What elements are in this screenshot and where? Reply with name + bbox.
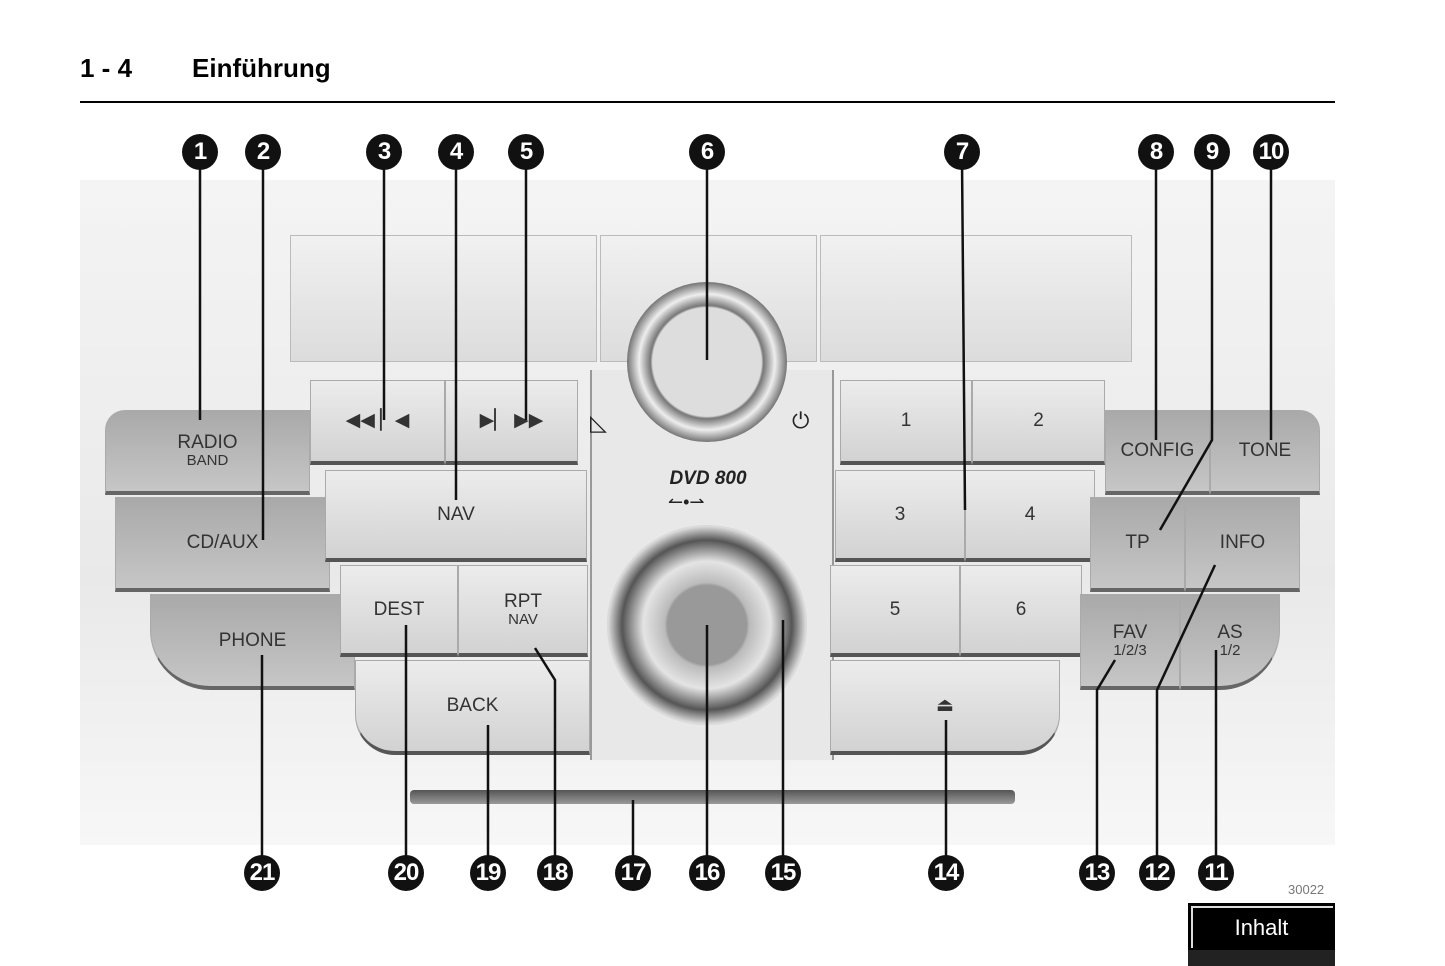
preset-6-button[interactable]: 6 — [960, 565, 1082, 657]
page-number: 1 - 4 — [80, 53, 133, 83]
callout-marker: 21 — [244, 855, 280, 891]
tone-button[interactable]: TONE — [1210, 410, 1320, 495]
fav-sub-label: 1/2/3 — [1113, 641, 1147, 659]
model-label: DVD 800 — [669, 468, 747, 489]
callout-marker: 14 — [928, 855, 964, 891]
rpt-label: RPT — [504, 590, 542, 612]
callout-marker: 12 — [1139, 855, 1175, 891]
page-title: Einführung — [192, 53, 331, 83]
callout-marker: 15 — [765, 855, 801, 891]
figure-id: 30022 — [1288, 882, 1325, 897]
display-segment-right — [820, 235, 1132, 362]
phone-button[interactable]: PHONE — [150, 594, 355, 690]
as-sub-label: 1/2 — [1219, 641, 1241, 659]
info-button[interactable]: INFO — [1185, 497, 1300, 592]
contents-label: Inhalt — [1234, 915, 1289, 940]
cd-slot[interactable] — [410, 790, 1015, 804]
callout-marker: 1 — [182, 134, 218, 170]
fav-label: FAV — [1112, 621, 1148, 643]
preset-4-button[interactable]: 4 — [965, 470, 1095, 562]
seek-forward-button[interactable]: ▶▏ ▶▶ — [445, 380, 578, 465]
callout-marker: 20 — [388, 855, 424, 891]
preset-1-button[interactable]: 1 — [840, 380, 972, 465]
callout-marker: 6 — [689, 134, 725, 170]
preset-2-button[interactable]: 2 — [972, 380, 1105, 465]
dest-button[interactable]: DEST — [340, 565, 458, 657]
callout-marker: 9 — [1194, 134, 1230, 170]
contents-button[interactable]: Inhalt — [1188, 903, 1335, 966]
cd-aux-button[interactable]: CD/AUX — [115, 497, 330, 592]
power-icon: ⏻ — [792, 408, 810, 433]
callout-marker: 16 — [689, 855, 725, 891]
button-highlight — [1191, 906, 1333, 948]
callout-marker: 8 — [1138, 134, 1174, 170]
rpt-nav-label: NAV — [508, 610, 538, 628]
callout-marker: 2 — [245, 134, 281, 170]
callout-marker: 18 — [537, 855, 573, 891]
preset-3-button[interactable]: 3 — [835, 470, 965, 562]
callout-marker: 13 — [1079, 855, 1115, 891]
callout-marker: 11 — [1198, 855, 1234, 891]
callout-marker: 7 — [944, 134, 980, 170]
preset-5-button[interactable]: 5 — [830, 565, 960, 657]
back-button[interactable]: BACK — [355, 660, 590, 755]
callout-marker: 19 — [470, 855, 506, 891]
header-divider — [80, 101, 1335, 103]
seek-back-button[interactable]: ◀◀ ▏◀ — [310, 380, 445, 465]
rotate-arrows-icon: ↼•⇀ — [668, 492, 705, 512]
callout-marker: 10 — [1253, 134, 1289, 170]
band-label: BAND — [186, 452, 229, 469]
button-shadow — [1188, 950, 1335, 966]
callout-marker: 3 — [366, 134, 402, 170]
as-label: AS — [1217, 621, 1243, 643]
callout-marker: 4 — [438, 134, 474, 170]
callout-marker: 17 — [615, 855, 651, 891]
config-button[interactable]: CONFIG — [1105, 410, 1210, 495]
display-segment-left — [290, 235, 597, 362]
radio-label: RADIO — [177, 432, 238, 453]
callout-marker: 5 — [508, 134, 544, 170]
volume-icon: ◺ — [590, 410, 607, 435]
